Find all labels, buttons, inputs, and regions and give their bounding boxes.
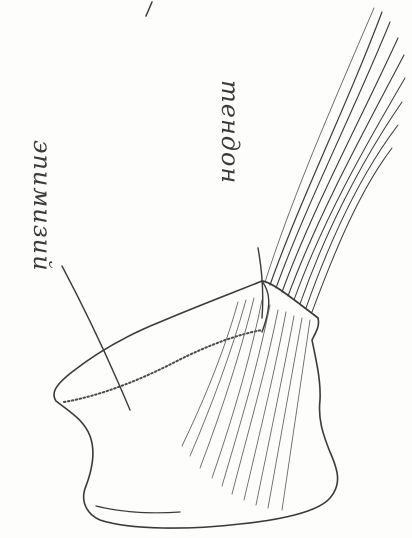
muscle-fiber bbox=[268, 318, 302, 508]
tendon-fiber bbox=[300, 102, 402, 304]
tendon-label: тендон bbox=[216, 80, 244, 184]
tendon-junction-edge bbox=[262, 281, 318, 318]
top-stroke-mark bbox=[146, 2, 152, 16]
epimysium-label: эпимизий bbox=[28, 140, 56, 272]
muscle-fiber bbox=[212, 300, 262, 478]
tendon-fibers bbox=[265, 8, 405, 312]
muscle-fiber bbox=[282, 320, 310, 510]
tendon-fiber bbox=[288, 55, 404, 296]
epimysium-leader-line bbox=[62, 266, 130, 410]
muscle-fiber bbox=[244, 312, 286, 500]
muscle-fibers bbox=[182, 298, 310, 510]
muscle-fiber bbox=[232, 310, 278, 494]
tendon-fiber bbox=[276, 22, 390, 288]
muscle-inner-contour bbox=[96, 506, 180, 513]
muscle-outline bbox=[54, 281, 338, 528]
tendon-fiber bbox=[265, 8, 374, 282]
epimysium-dotted-line bbox=[64, 330, 262, 402]
